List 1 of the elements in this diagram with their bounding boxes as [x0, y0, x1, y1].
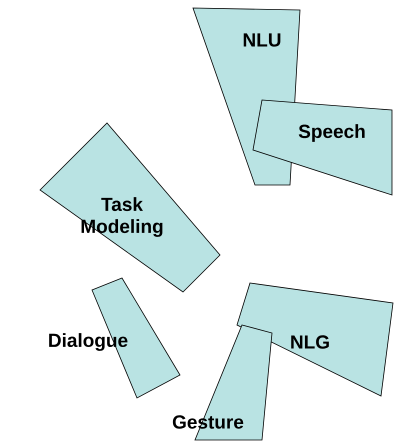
polygon-box: Speech: [252, 100, 392, 196]
